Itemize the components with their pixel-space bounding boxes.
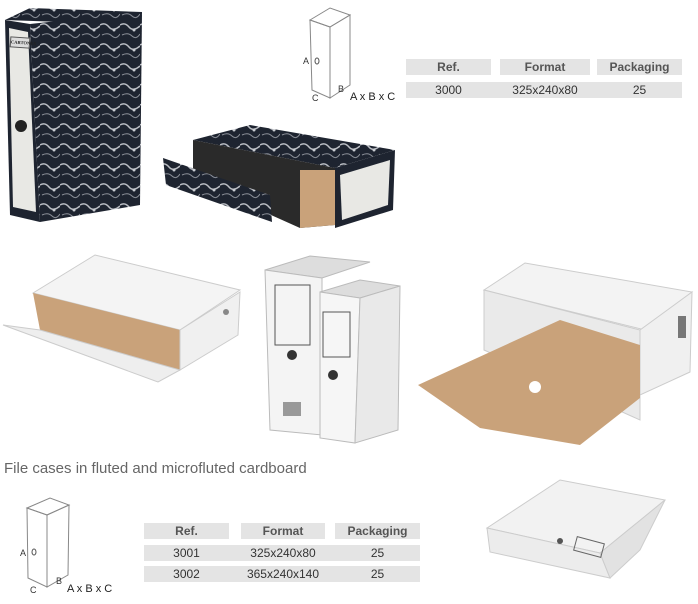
table-row [144,545,420,561]
cell-ref: 3000 [435,83,462,97]
header-ref: Ref. [144,523,229,539]
table-row [144,566,420,582]
white-magazine-files-image [264,255,401,444]
cell-ref: 3002 [173,567,200,581]
black-archive-box-open-image [163,125,395,228]
dim-formula: A x B x C [67,583,113,595]
white-open-box-image [418,262,694,445]
dim-label-c: C [312,93,319,103]
header-format: Format [241,523,325,539]
dimension-diagram-icon [25,497,71,588]
dim-label-b: B [338,84,345,94]
header-packaging: Packaging [335,523,420,539]
dim-label-a: A [20,548,27,558]
white-tray-box-image [2,254,242,383]
cell-packaging: 25 [370,546,385,560]
dim-formula: A x B x C [350,91,396,103]
section-title: File cases in fluted and microfluted car… [4,460,307,477]
cell-ref: 3001 [173,546,200,560]
dimension-diagram-icon [308,7,352,99]
black-archive-box-upright-image [5,8,142,222]
dim-label-c: C [30,585,37,595]
table-row [406,82,682,98]
header-format: Format [500,59,590,75]
cell-format: 325x240x80 [250,546,316,560]
cell-format: 365x240x140 [246,567,320,581]
dim-label-b: B [56,576,63,586]
cell-packaging: 25 [370,567,385,581]
cell-packaging: 25 [632,83,647,97]
cell-format: 325x240x80 [512,83,578,97]
dim-label-a: A [303,56,310,66]
header-packaging: Packaging [597,59,682,75]
header-ref: Ref. [406,59,491,75]
